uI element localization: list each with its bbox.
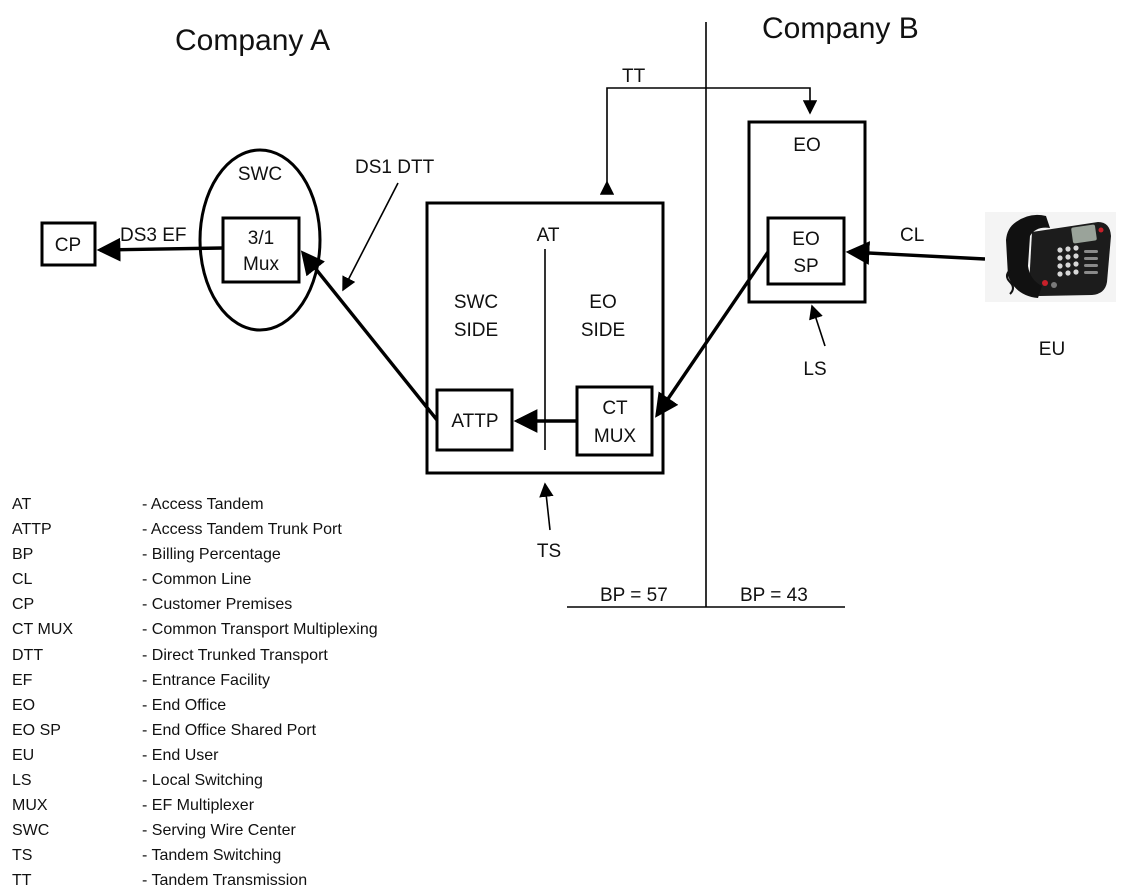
legend-abbreviation: DTT <box>12 646 44 664</box>
eo-side-label-line2: SIDE <box>581 320 625 341</box>
eo-sp-label-line1: EO <box>792 229 819 250</box>
eo-label: EO <box>793 135 820 156</box>
legend-definition: Access Tandem <box>142 492 264 517</box>
legend-abbreviation: SWC <box>12 822 50 840</box>
ds1-dtt-label: DS1 DTT <box>355 157 435 178</box>
legend-definition: End Office <box>142 693 226 718</box>
eu-label: EU <box>1039 339 1065 360</box>
bp-right-label: BP = 43 <box>740 585 808 606</box>
legend-abbreviation: LS <box>12 772 32 790</box>
legend-row: CT MUX Common Transport Multiplexing <box>12 617 378 642</box>
legend-row: EO SP End Office Shared Port <box>12 718 378 743</box>
legend-abbreviation: ATTP <box>12 521 52 539</box>
mux-3-1-label-line1: 3/1 <box>248 228 274 249</box>
legend-abbreviation: CP <box>12 596 35 614</box>
legend-abbreviation: EO SP <box>12 721 61 739</box>
legend-row: MUX EF Multiplexer <box>12 793 378 818</box>
legend-row: BP Billing Percentage <box>12 542 378 567</box>
legend-definition: Tandem Transmission <box>142 868 307 893</box>
cp-label: CP <box>55 235 81 256</box>
legend-row: CL Common Line <box>12 567 378 592</box>
bp-left-label: BP = 57 <box>600 585 668 606</box>
ds3-ef-label: DS3 EF <box>120 225 187 246</box>
eo-sp-label-line2: SP <box>793 256 818 277</box>
legend-row: ATTP Access Tandem Trunk Port <box>12 517 378 542</box>
mux-3-1-label-line2: Mux <box>243 254 279 275</box>
cl-arrow <box>845 241 986 265</box>
legend-definition: Billing Percentage <box>142 542 281 567</box>
legend-definition: Common Transport Multiplexing <box>142 617 378 642</box>
legend-row: DTT Direct Trunked Transport <box>12 643 378 668</box>
tt-label: TT <box>622 66 646 87</box>
legend-row: TT Tandem Transmission <box>12 868 378 893</box>
swc-label: SWC <box>238 164 282 185</box>
legend-definition: Entrance Facility <box>142 668 270 693</box>
legend-abbreviation: EU <box>12 746 35 764</box>
cp-box <box>40 221 97 267</box>
swc-side-label-line1: SWC <box>454 292 498 313</box>
legend-abbreviation: CT MUX <box>12 621 74 639</box>
eo-side-label-line1: EO <box>589 292 616 313</box>
ts-pointer <box>539 482 554 531</box>
legend-abbreviation: TT <box>12 872 32 890</box>
ct-mux-box <box>575 385 654 457</box>
legend-definition: Common Line <box>142 567 252 592</box>
legend-definition: EF Multiplexer <box>142 793 254 818</box>
ls-pointer <box>809 304 826 347</box>
desk-phone-icon <box>985 212 1116 302</box>
legend-definition: Customer Premises <box>142 592 292 617</box>
company-b-title: Company B <box>762 12 919 45</box>
attp-label: ATTP <box>451 411 498 432</box>
legend-abbreviation: EO <box>12 696 36 714</box>
swc-ellipse <box>198 148 322 332</box>
legend-row: TS Tandem Switching <box>12 843 378 868</box>
legend-row: LS Local Switching <box>12 768 378 793</box>
ct-mux-label-line2: MUX <box>594 426 637 447</box>
legend-row: EF Entrance Facility <box>12 668 378 693</box>
legend-row: SWC Serving Wire Center <box>12 818 378 843</box>
eo-sp-box <box>766 216 846 286</box>
mux-3-1-box <box>221 216 301 284</box>
legend-definition: Local Switching <box>142 768 263 793</box>
ds3-ef-arrow <box>96 237 224 262</box>
ts-label: TS <box>537 541 561 562</box>
cl-label: CL <box>900 225 924 246</box>
legend-definition: Access Tandem Trunk Port <box>142 517 342 542</box>
eo-sp-to-ct-mux-arrow <box>655 251 770 418</box>
legend-abbreviation: TS <box>12 847 33 865</box>
legend-definition: End User <box>142 743 219 768</box>
legend-abbreviation: CL <box>12 571 33 589</box>
attp-to-mux-arrow <box>300 250 439 422</box>
legend-definition: End Office Shared Port <box>142 718 316 743</box>
at-label: AT <box>537 225 560 246</box>
legend-abbreviation: BP <box>12 546 34 564</box>
legend-row: EO End Office <box>12 693 378 718</box>
legend-definition: Tandem Switching <box>142 843 281 868</box>
legend-abbreviation: EF <box>12 671 33 689</box>
company-a-title: Company A <box>175 24 330 57</box>
swc-side-label-line2: SIDE <box>454 320 498 341</box>
ct-mux-label-line1: CT <box>602 398 628 419</box>
legend-row: AT Access Tandem <box>12 492 378 517</box>
legend-definition: Direct Trunked Transport <box>142 643 328 668</box>
ls-label: LS <box>803 359 826 380</box>
legend-abbreviation: MUX <box>12 797 48 815</box>
ds1-dtt-pointer <box>342 182 399 292</box>
legend-row: CP Customer Premises <box>12 592 378 617</box>
tt-connector <box>599 87 818 195</box>
attp-box <box>435 388 514 452</box>
legend-row: EU End User <box>12 743 378 768</box>
legend-definition: Serving Wire Center <box>142 818 296 843</box>
legend-abbreviation: AT <box>12 496 32 513</box>
